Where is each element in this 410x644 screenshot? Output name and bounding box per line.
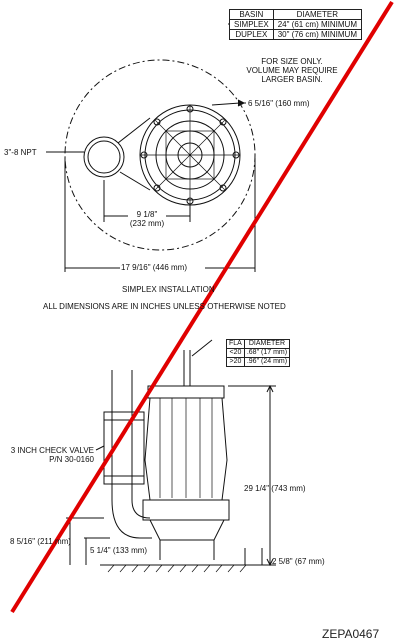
table-row: >20 .96" (24 mm) [226,357,291,367]
fla-header: FLA [226,339,245,349]
table-row: SIMPLEX 24" (61 cm) MINIMUM [229,19,362,30]
check-valve-label: 3 INCH CHECK VALVE P/N 30-0160 [4,446,94,464]
dim-overall: 17 9/16" (446 mm) [121,263,187,272]
table-cell: >20 [226,357,245,367]
npt-label: 3"-8 NPT [4,148,37,157]
discharge-pipe [83,136,125,178]
top-view-caption: SIMPLEX INSTALLATION [122,285,215,294]
table-row: <20 .68" (17 mm) [226,348,291,358]
table-cell: SIMPLEX [229,19,274,30]
table-cell: <20 [226,348,245,358]
table-row: DUPLEX 30" (76 cm) MINIMUM [229,29,362,40]
fla-diameter-header: DIAMETER [243,339,291,349]
basin-note-line: VOLUME MAY REQUIRE [246,66,338,75]
table-cell: .96" (24 mm) [243,357,291,367]
strike-through-line [10,0,394,614]
basin-diameter-table: BASIN DIAMETER SIMPLEX 24" (61 cm) MINIM… [229,9,362,40]
fla-diameter-table: FLA DIAMETER <20 .68" (17 mm) >20 .96" (… [226,339,291,367]
check-valve-line: 3 INCH CHECK VALVE [10,446,94,455]
dimensions-note: ALL DIMENSIONS ARE IN INCHES UNLESS OTHE… [43,302,286,311]
dim-top-right: 6 5/16" (160 mm) [248,99,310,108]
drawing-code: ZEPA0467 [322,627,380,641]
basin-note: FOR SIZE ONLY. VOLUME MAY REQUIRE LARGER… [238,57,346,84]
table-cell: DUPLEX [229,29,274,40]
table-header-row: FLA DIAMETER [226,339,291,349]
table-cell: 30" (76 cm) MINIMUM [272,29,362,40]
dim-bottom: 2 5/8" (67 mm) [272,557,325,566]
table-header-row: BASIN DIAMETER [229,9,362,20]
side-view-drawing [66,339,276,573]
dim-outlet-high: 8 5/16" (211 mm) [10,537,71,546]
basin-note-line: FOR SIZE ONLY. [261,57,323,66]
diameter-header: DIAMETER [272,9,362,20]
table-cell: .68" (17 mm) [243,348,291,358]
dim-outlet-low: 5 1/4" (133 mm) [90,546,148,555]
table-cell: 24" (61 cm) MINIMUM [272,19,362,30]
basin-header: BASIN [229,9,274,20]
dim-center: 9 1/8" (232 mm) [128,210,166,228]
check-valve-line: P/N 30-0160 [49,455,94,464]
dim-center-line: (232 mm) [129,219,165,228]
basin-outline [64,59,256,251]
pump-top [139,104,241,206]
dim-center-line: 9 1/8" [136,210,158,219]
top-view-drawing [46,23,256,272]
dim-height: 29 1/4" (743 mm) [244,484,306,493]
basin-note-line: LARGER BASIN. [261,75,323,84]
